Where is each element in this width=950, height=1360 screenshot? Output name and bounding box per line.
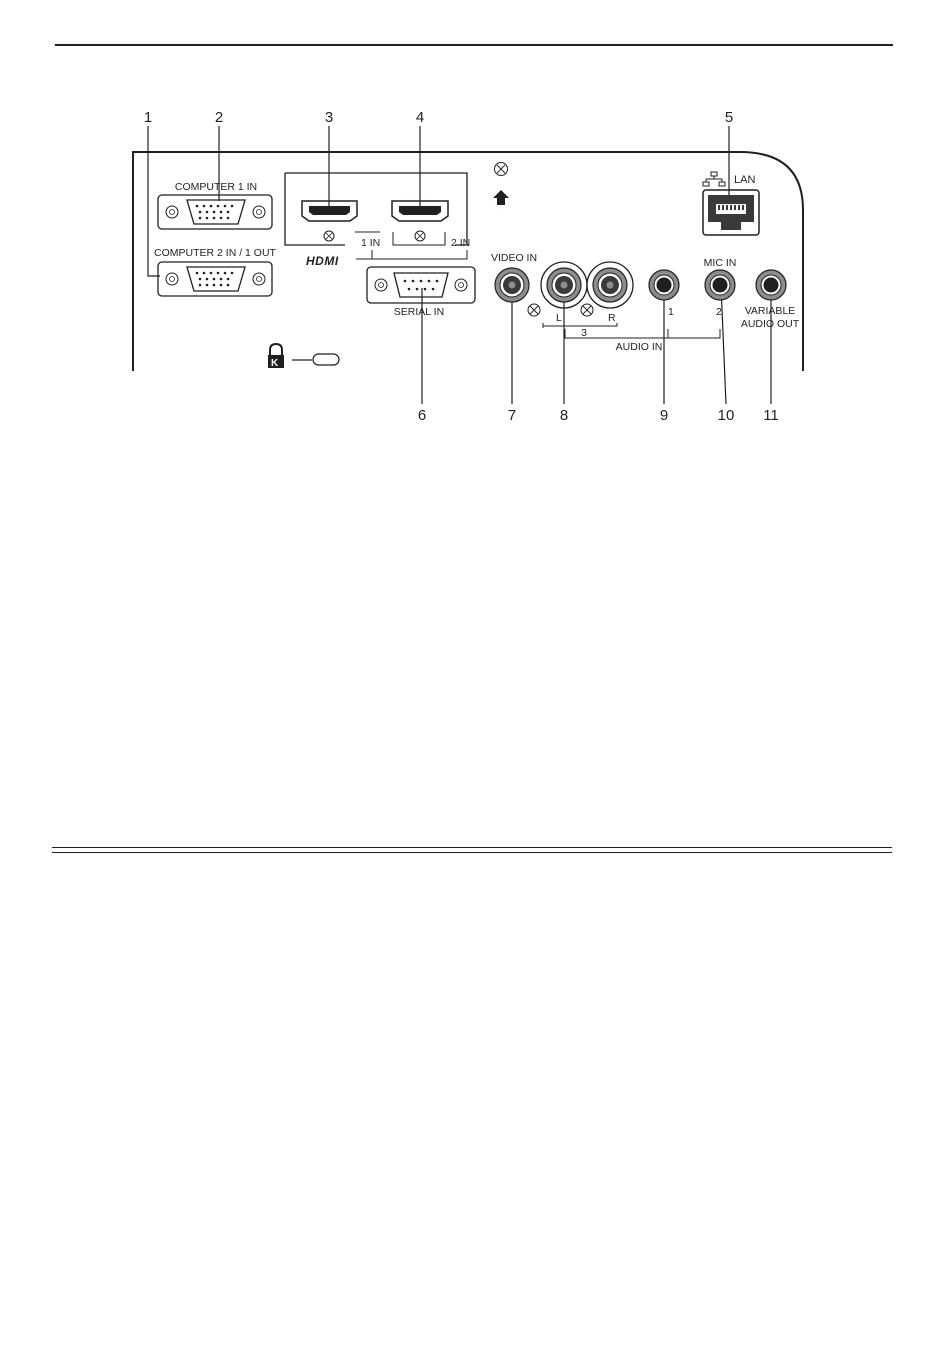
audio-in-3-jacks: L R 3 bbox=[528, 262, 633, 339]
audio-in-bracket bbox=[565, 329, 720, 338]
leader-lines bbox=[148, 126, 771, 404]
computer-1-in-label: COMPUTER 1 IN bbox=[175, 181, 257, 193]
variable-audio-out-jack: VARIABLE AUDIO OUT bbox=[741, 270, 800, 330]
audio-in-label: AUDIO IN bbox=[616, 341, 663, 353]
callout-5: 5 bbox=[725, 109, 733, 126]
computer-1-in-port: COMPUTER 1 IN bbox=[158, 181, 272, 229]
computer-2-in-label: COMPUTER 2 IN / 1 OUT bbox=[154, 247, 277, 259]
callout-10: 10 bbox=[718, 407, 735, 424]
serial-in-label: SERIAL IN bbox=[394, 306, 444, 318]
callout-6: 6 bbox=[418, 407, 426, 424]
hdmi-1-in-port bbox=[302, 201, 357, 241]
screw-icon bbox=[581, 304, 593, 316]
callout-9: 9 bbox=[660, 407, 668, 424]
callout-2: 2 bbox=[215, 109, 223, 126]
video-in-label: VIDEO IN bbox=[491, 252, 537, 264]
callout-4: 4 bbox=[416, 109, 424, 126]
callout-1: 1 bbox=[144, 109, 152, 126]
hdmi-logo: HDMI bbox=[306, 254, 339, 268]
audio-out-label: AUDIO OUT bbox=[741, 318, 800, 330]
computer-2-in-port: COMPUTER 2 IN / 1 OUT bbox=[154, 247, 277, 296]
screw-icon bbox=[495, 163, 508, 176]
audio-l-label: L bbox=[556, 312, 562, 324]
hdmi-ports: 1 IN 2 IN HDMI bbox=[285, 173, 470, 268]
serial-in-port: SERIAL IN bbox=[367, 267, 475, 318]
callout-11: 11 bbox=[763, 407, 779, 424]
security-lock-icon: K bbox=[268, 344, 284, 369]
hdmi-1-in-label: 1 IN bbox=[361, 237, 380, 249]
audio-1-label: 1 bbox=[668, 306, 674, 318]
lan-port: LAN bbox=[703, 172, 759, 235]
lan-network-icon bbox=[703, 172, 725, 186]
security-slot bbox=[313, 354, 339, 365]
callout-8: 8 bbox=[560, 407, 568, 424]
lan-label: LAN bbox=[734, 174, 755, 186]
hdmi-2-in-port bbox=[392, 201, 448, 241]
callout-7: 7 bbox=[508, 407, 516, 424]
video-in-jack: VIDEO IN bbox=[491, 252, 537, 302]
audio-3-label: 3 bbox=[581, 327, 587, 339]
callout-3: 3 bbox=[325, 109, 333, 126]
mic-in-jack: MIC IN 2 bbox=[704, 257, 737, 318]
hdmi-2-in-label: 2 IN bbox=[451, 237, 470, 249]
arrow-up-icon bbox=[493, 190, 509, 205]
screw-icon bbox=[528, 304, 540, 316]
svg-text:K: K bbox=[271, 358, 279, 369]
audio-2-label: 2 bbox=[716, 306, 722, 318]
variable-label: VARIABLE bbox=[745, 305, 796, 317]
audio-r-label: R bbox=[608, 312, 616, 324]
mic-in-label: MIC IN bbox=[704, 257, 737, 269]
